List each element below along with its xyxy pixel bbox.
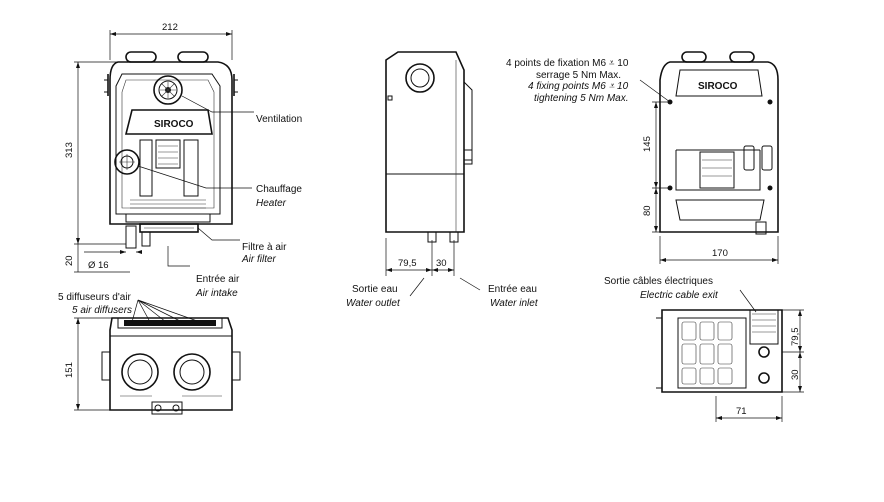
dim-front-height: 313: [64, 142, 75, 158]
label-entree-air: Entrée air: [196, 274, 240, 285]
dim-side-outlet: 79,5: [398, 258, 417, 269]
front-labels: Ventilation Chauffage Heater Filtre à ai…: [137, 95, 302, 299]
label-heater: Heater: [256, 198, 287, 209]
top-view: 151: [64, 299, 241, 415]
dim-top-depth: 151: [64, 362, 75, 378]
label-sortie-eau: Sortie eau: [352, 284, 398, 295]
label-air-intake: Air intake: [195, 288, 238, 299]
label-diffuseurs: 5 diffuseurs d'air: [58, 292, 132, 303]
label-cable-exit: Electric cable exit: [640, 290, 719, 301]
label-air-filter: Air filter: [241, 254, 277, 265]
dim-side-spacing: 30: [436, 258, 447, 269]
dim-foot: 20: [64, 255, 75, 266]
dim-cable-offset: 71: [736, 406, 747, 417]
label-fixation-en-1: 4 fixing points M6 ⩡ 10: [528, 81, 629, 92]
label-entree-eau: Entrée eau: [488, 284, 537, 295]
label-filtre: Filtre à air: [242, 242, 287, 253]
front-view: SIROCO: [104, 51, 238, 249]
label-chauffage: Chauffage: [256, 184, 302, 195]
label-fixation-en-2: tightening 5 Nm Max.: [534, 93, 629, 104]
label-ventilation: Ventilation: [256, 114, 302, 125]
cable-view: 79,5 30 71: [656, 289, 804, 422]
side-view: 79,5 30: [385, 51, 481, 297]
label-water-outlet: Water outlet: [346, 298, 401, 309]
front-dimensions: 212 313 20 Ø 16: [64, 22, 233, 273]
label-sortie-cables: Sortie câbles électriques: [604, 276, 713, 287]
label-water-inlet: Water inlet: [490, 298, 539, 309]
dim-cable-lower: 30: [790, 369, 801, 380]
dim-rear-upper: 145: [642, 136, 653, 152]
dim-rear-width: 170: [712, 248, 728, 259]
dim-front-width: 212: [162, 22, 178, 33]
rear-view: SIROCO 145 80 170: [639, 51, 779, 264]
dim-cable-upper: 79,5: [790, 328, 801, 347]
label-fixation-fr-2: serrage 5 Nm Max.: [536, 70, 621, 81]
brand-logo-front: SIROCO: [154, 119, 194, 130]
brand-logo-rear: SIROCO: [698, 81, 738, 92]
dim-pipe-diameter: Ø 16: [88, 260, 109, 271]
label-fixation-fr-1: 4 points de fixation M6 ⩡ 10: [506, 58, 629, 69]
label-air-diffusers: 5 air diffusers: [72, 305, 132, 316]
dim-rear-lower: 80: [642, 205, 653, 216]
